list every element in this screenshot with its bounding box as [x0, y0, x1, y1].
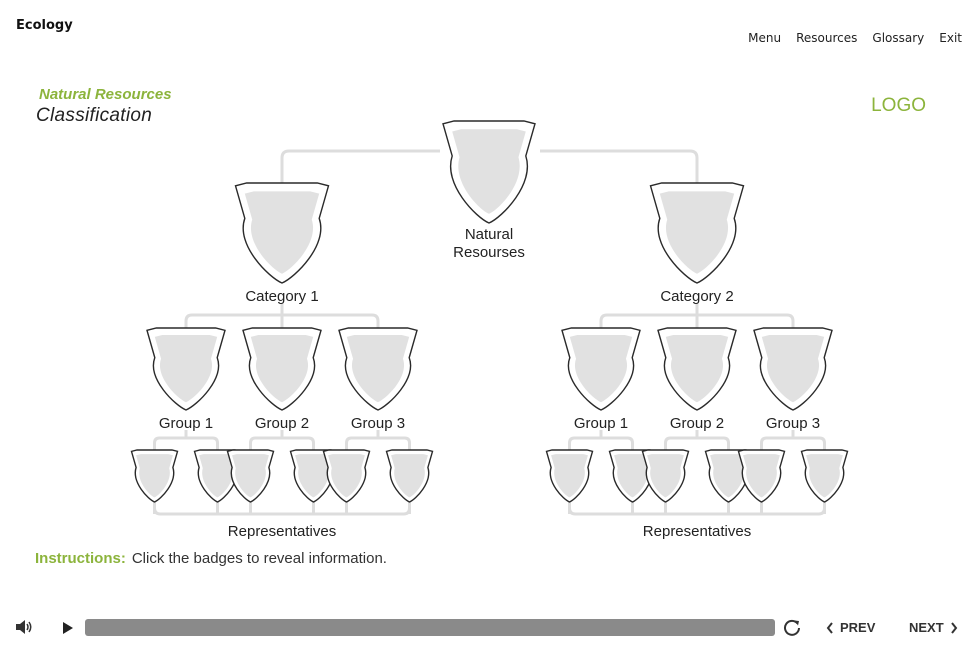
connector-cat1-group2-reps [249, 436, 315, 450]
badge-cat2-group-3-inner [761, 335, 825, 403]
badge-cat2-rep-4-inner [710, 454, 747, 498]
volume-button[interactable] [14, 618, 34, 636]
badge-cat1-group-3-inner [346, 335, 410, 403]
badge-cat2-rep-5-inner [743, 454, 780, 498]
badge-cat1-rep-1[interactable] [130, 449, 179, 503]
connector-cat2-group1-reps [568, 436, 634, 450]
replay-icon [784, 619, 800, 636]
badge-cat2-group-2-inner [665, 335, 729, 403]
root-label-line1: Natural [465, 226, 513, 243]
connector-cat1-group1-reps [153, 436, 219, 450]
badge-cat2-group-2[interactable] [657, 327, 737, 411]
cat1-group-2-label: Group 2 [255, 415, 309, 432]
connector-cat2-group3-reps [760, 436, 826, 450]
progress-bar[interactable] [85, 619, 775, 636]
badge-category-2[interactable] [649, 182, 745, 284]
connector-category-2-representatives [568, 500, 826, 516]
instructions: Instructions: Click the badges to reveal … [35, 550, 387, 567]
resources-link[interactable]: Resources [796, 31, 858, 45]
category-2-label: Category 2 [660, 288, 733, 305]
badge-cat2-rep-4[interactable] [704, 449, 753, 503]
menu-link[interactable]: Menu [748, 31, 782, 45]
badge-cat2-group-1[interactable] [561, 327, 641, 411]
chevron-left-icon [826, 621, 833, 634]
cat1-group-1-label: Group 1 [159, 415, 213, 432]
badge-cat1-group-2[interactable] [242, 327, 322, 411]
app-title: Ecology [16, 18, 73, 33]
badge-cat1-group-1-inner [154, 335, 218, 403]
play-button[interactable] [60, 619, 76, 637]
badge-category-2-inner [659, 191, 735, 274]
next-button[interactable]: NEXT [909, 620, 958, 635]
badge-cat1-group-2-inner [250, 335, 314, 403]
cat2-group-1-label: Group 1 [574, 415, 628, 432]
badge-cat2-group-3[interactable] [753, 327, 833, 411]
connector-lines [153, 149, 826, 516]
prev-label: PREV [840, 620, 876, 635]
badge-cat2-rep-6[interactable] [800, 449, 849, 503]
badge-layer [130, 120, 849, 503]
badge-cat2-group-1-inner [569, 335, 633, 403]
connector-root-right [540, 149, 699, 183]
cat1-group-3-label: Group 3 [351, 415, 405, 432]
glossary-link[interactable]: Glossary [872, 31, 925, 45]
badge-cat1-rep-1-inner [136, 454, 173, 498]
root-label-line2: Resourses [453, 244, 525, 261]
section-subtitle: Natural Resources [39, 86, 172, 103]
badge-cat1-rep-6-inner [391, 454, 428, 498]
logo: LOGO [871, 95, 926, 116]
badge-cat1-rep-5[interactable] [322, 449, 371, 503]
exit-link[interactable]: Exit [939, 31, 962, 45]
badge-cat1-rep-3[interactable] [226, 449, 275, 503]
category-1-label: Category 1 [245, 288, 318, 305]
badge-cat2-rep-3[interactable] [641, 449, 690, 503]
badge-cat1-rep-3-inner [232, 454, 269, 498]
badge-cat2-rep-6-inner [806, 454, 843, 498]
badge-root[interactable] [442, 120, 536, 224]
prev-button[interactable]: PREV [826, 620, 875, 635]
cat2-group-2-label: Group 2 [670, 415, 724, 432]
top-navigation: Menu Resources Glossary Exit [748, 31, 962, 45]
page-title: Classification [36, 105, 153, 126]
badge-cat2-rep-3-inner [647, 454, 684, 498]
badge-cat1-rep-4[interactable] [289, 449, 338, 503]
badge-cat1-rep-6[interactable] [385, 449, 434, 503]
player-bar: PREV NEXT [0, 610, 978, 646]
connector-cat2-group2-reps [664, 436, 730, 450]
badge-cat2-rep-1-inner [551, 454, 588, 498]
instructions-text: Click the badges to reveal information. [131, 550, 387, 567]
category-2-representatives-label: Representatives [643, 523, 751, 540]
play-icon [63, 622, 73, 634]
connector-root-left [280, 149, 440, 183]
badge-cat1-rep-2[interactable] [193, 449, 242, 503]
badge-cat2-rep-5[interactable] [737, 449, 786, 503]
badge-cat1-group-1[interactable] [146, 327, 226, 411]
replay-button[interactable] [781, 617, 803, 639]
badge-root-inner [452, 129, 526, 214]
category-1-representatives-label: Representatives [228, 523, 336, 540]
badge-cat1-rep-4-inner [295, 454, 332, 498]
badge-cat2-rep-2[interactable] [608, 449, 657, 503]
chevron-right-icon [950, 621, 957, 634]
speaker-icon [16, 620, 32, 634]
next-label: NEXT [909, 620, 944, 635]
badge-category-1[interactable] [234, 182, 330, 284]
badge-cat1-rep-5-inner [328, 454, 365, 498]
badge-cat2-rep-1[interactable] [545, 449, 594, 503]
badge-cat1-rep-2-inner [199, 454, 236, 498]
connector-category-1-representatives [153, 500, 411, 516]
cat2-group-3-label: Group 3 [766, 415, 820, 432]
connector-cat1-group3-reps [345, 436, 411, 450]
instructions-label: Instructions: [35, 550, 126, 567]
badge-cat1-group-3[interactable] [338, 327, 418, 411]
badge-category-1-inner [244, 191, 320, 274]
badge-cat2-rep-2-inner [614, 454, 651, 498]
